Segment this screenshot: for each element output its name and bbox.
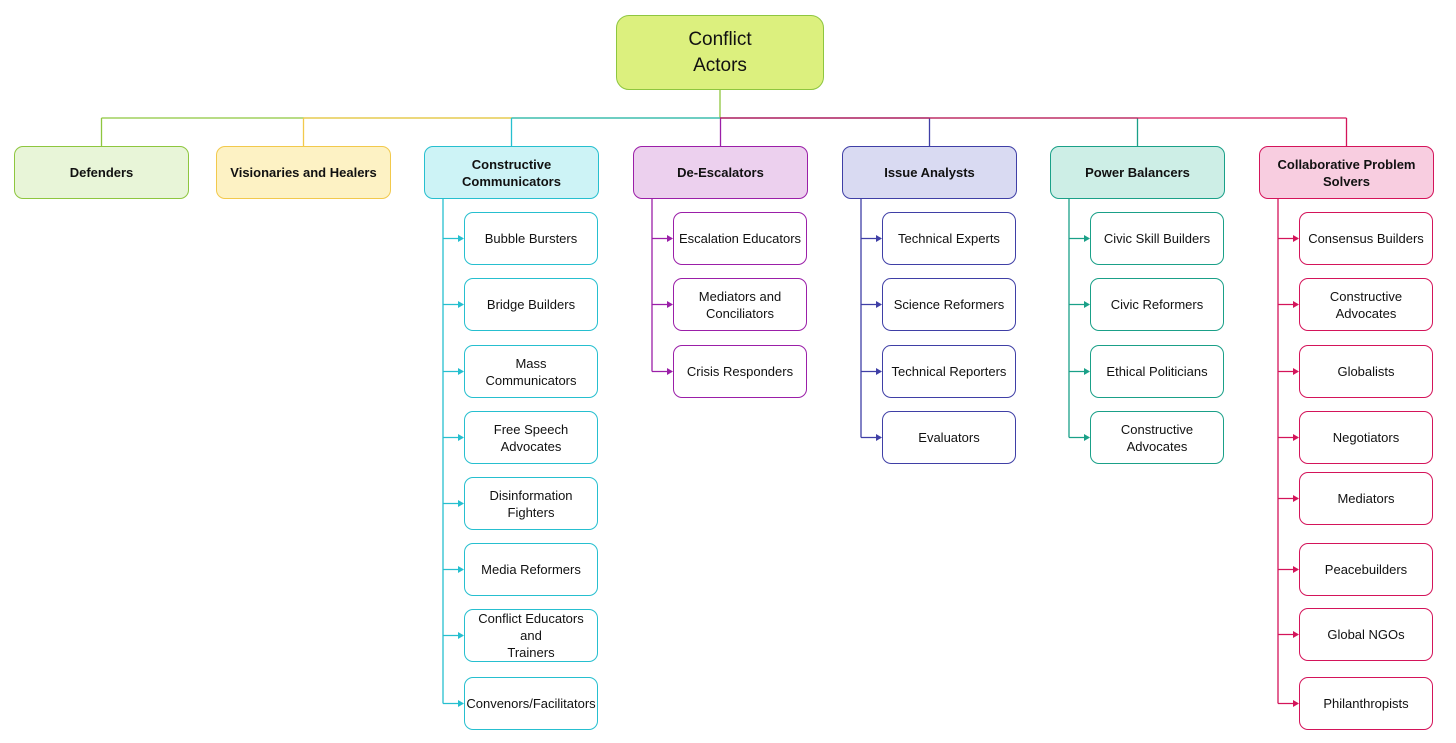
category-node-visionaries-and-healers-label: Visionaries and Healers — [230, 165, 377, 180]
child-node-negotiators-label: Negotiators — [1332, 430, 1400, 445]
child-node-philanthropists: Philanthropists — [1299, 677, 1433, 730]
arrowhead-collaborative-problem-solvers-consensus-builders — [1293, 235, 1299, 242]
child-node-globalists-label: Globalists — [1337, 364, 1395, 379]
child-node-technical-reporters-label: Technical Reporters — [891, 364, 1007, 379]
child-node-evaluators: Evaluators — [882, 411, 1016, 464]
child-node-escalation-educators: Escalation Educators — [673, 212, 807, 265]
child-node-ethical-politicians: Ethical Politicians — [1090, 345, 1224, 398]
arrowhead-constructive-communicators-disinformation-fighters — [458, 500, 464, 507]
child-node-evaluators-label: Evaluators — [918, 430, 980, 445]
child-node-technical-reporters: Technical Reporters — [882, 345, 1016, 398]
arrowhead-de-escalators-escalation-educators — [667, 235, 673, 242]
child-node-consensus-builders-label: Consensus Builders — [1308, 231, 1424, 246]
category-node-defenders-label: Defenders — [69, 165, 134, 180]
arrowhead-collaborative-problem-solvers-constructive-advocates — [1293, 301, 1299, 308]
child-node-bubble-bursters: Bubble Bursters — [464, 212, 598, 265]
child-node-global-ngos-label: Global NGOs — [1327, 627, 1405, 642]
child-node-mediators: Mediators — [1299, 472, 1433, 525]
child-node-bubble-bursters-label: Bubble Bursters — [484, 231, 578, 246]
arrowhead-power-balancers-civic-reformers — [1084, 301, 1090, 308]
category-node-defenders: Defenders — [14, 146, 189, 199]
child-node-negotiators: Negotiators — [1299, 411, 1433, 464]
arrowhead-de-escalators-crisis-responders — [667, 368, 673, 375]
category-node-issue-analysts-label: Issue Analysts — [884, 165, 975, 180]
category-node-issue-analysts: Issue Analysts — [842, 146, 1017, 199]
arrowhead-collaborative-problem-solvers-philanthropists — [1293, 700, 1299, 707]
arrowhead-constructive-communicators-bridge-builders — [458, 301, 464, 308]
child-node-philanthropists-label: Philanthropists — [1323, 696, 1409, 711]
arrowhead-power-balancers-constructive-advocates — [1084, 434, 1090, 441]
child-node-media-reformers: Media Reformers — [464, 543, 598, 596]
child-node-civic-reformers: Civic Reformers — [1090, 278, 1224, 331]
category-node-power-balancers-label: Power Balancers — [1085, 165, 1190, 180]
child-node-bridge-builders: Bridge Builders — [464, 278, 598, 331]
arrowhead-power-balancers-civic-skill-builders — [1084, 235, 1090, 242]
arrowhead-issue-analysts-technical-reporters — [876, 368, 882, 375]
arrowhead-power-balancers-ethical-politicians — [1084, 368, 1090, 375]
arrowhead-constructive-communicators-mass-communicators — [458, 368, 464, 375]
child-node-media-reformers-label: Media Reformers — [481, 562, 581, 577]
arrowhead-constructive-communicators-conflict-educators-and-trainers — [458, 632, 464, 639]
arrowhead-constructive-communicators-media-reformers — [458, 566, 464, 573]
child-node-mass-communicators-label: Mass Communicators — [485, 355, 577, 388]
category-node-visionaries-and-healers: Visionaries and Healers — [216, 146, 391, 199]
child-node-convenors-facilitators-label: Convenors/Facilitators — [466, 696, 596, 711]
child-node-peacebuilders-label: Peacebuilders — [1324, 562, 1408, 577]
category-node-de-escalators: De-Escalators — [633, 146, 808, 199]
child-node-technical-experts: Technical Experts — [882, 212, 1016, 265]
child-node-escalation-educators-label: Escalation Educators — [678, 231, 802, 246]
child-node-convenors-facilitators: Convenors/Facilitators — [464, 677, 598, 730]
child-node-peacebuilders: Peacebuilders — [1299, 543, 1433, 596]
arrowhead-issue-analysts-technical-experts — [876, 235, 882, 242]
child-node-crisis-responders-label: Crisis Responders — [686, 364, 794, 379]
arrowhead-collaborative-problem-solvers-globalists — [1293, 368, 1299, 375]
child-node-mediators-label: Mediators — [1337, 491, 1395, 506]
child-node-science-reformers: Science Reformers — [882, 278, 1016, 331]
arrowhead-collaborative-problem-solvers-peacebuilders — [1293, 566, 1299, 573]
category-node-de-escalators-label: De-Escalators — [677, 165, 764, 180]
child-node-mass-communicators: Mass Communicators — [464, 345, 598, 398]
child-node-consensus-builders: Consensus Builders — [1299, 212, 1433, 265]
child-node-science-reformers-label: Science Reformers — [893, 297, 1005, 312]
arrowhead-collaborative-problem-solvers-negotiators — [1293, 434, 1299, 441]
child-node-civic-reformers-label: Civic Reformers — [1110, 297, 1204, 312]
child-node-bridge-builders-label: Bridge Builders — [486, 297, 576, 312]
child-node-ethical-politicians-label: Ethical Politicians — [1106, 364, 1208, 379]
child-node-civic-skill-builders: Civic Skill Builders — [1090, 212, 1224, 265]
child-node-globalists: Globalists — [1299, 345, 1433, 398]
arrowhead-constructive-communicators-bubble-bursters — [458, 235, 464, 242]
arrowhead-issue-analysts-evaluators — [876, 434, 882, 441]
arrowhead-collaborative-problem-solvers-mediators — [1293, 495, 1299, 502]
child-node-global-ngos: Global NGOs — [1299, 608, 1433, 661]
arrowhead-de-escalators-mediators-and-conciliators — [667, 301, 673, 308]
arrowhead-collaborative-problem-solvers-global-ngos — [1293, 631, 1299, 638]
category-node-power-balancers: Power Balancers — [1050, 146, 1225, 199]
child-node-civic-skill-builders-label: Civic Skill Builders — [1103, 231, 1211, 246]
child-node-technical-experts-label: Technical Experts — [898, 231, 1000, 246]
arrowhead-issue-analysts-science-reformers — [876, 301, 882, 308]
arrowhead-constructive-communicators-convenors-facilitators — [458, 700, 464, 707]
arrowhead-constructive-communicators-free-speech-advocates — [458, 434, 464, 441]
child-node-crisis-responders: Crisis Responders — [673, 345, 807, 398]
